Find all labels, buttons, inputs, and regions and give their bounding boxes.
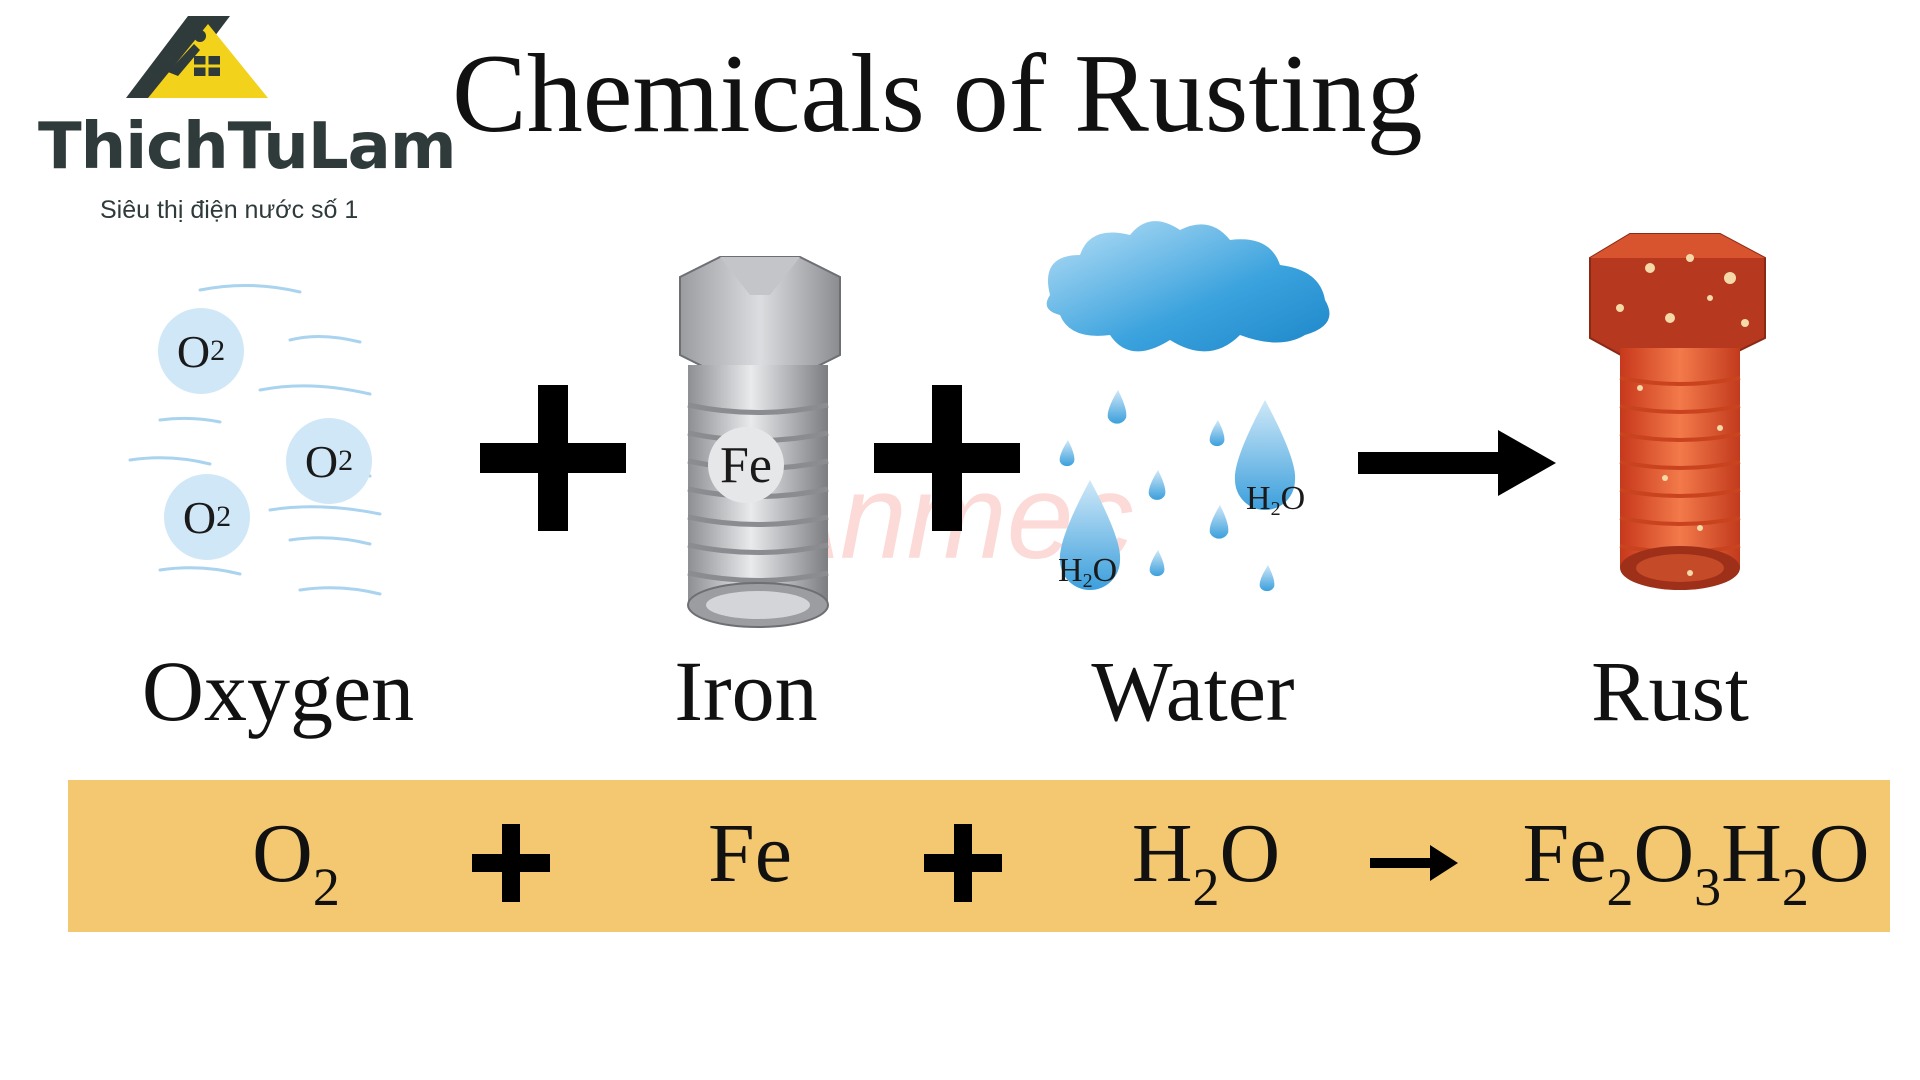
water-label: Water (1091, 643, 1295, 739)
plus-icon (924, 824, 1002, 902)
page-title: Chemicals of Rusting (452, 32, 1423, 156)
equation-water: H2O (1131, 807, 1281, 917)
plus-icon (472, 824, 550, 902)
iron-bolt-icon (679, 256, 841, 628)
water-drop-label: H2O (1058, 552, 1118, 592)
arrow-right-icon (1370, 845, 1458, 881)
iron-label: Iron (674, 643, 818, 739)
plus-icon (874, 385, 1020, 531)
logo-tagline: Siêu thị điện nước số 1 (100, 196, 359, 224)
water-drop-label: H2O (1246, 480, 1306, 520)
plus-icon (480, 385, 626, 531)
iron-bolt-label: Fe (720, 437, 772, 494)
rain-cloud-icon (1046, 221, 1330, 592)
arrow-right-icon (1358, 430, 1556, 496)
equation-oxygen: O2 (252, 807, 340, 917)
rust-label: Rust (1591, 643, 1749, 739)
logo-name: ThichTuLam (38, 110, 456, 184)
oxygen-label: Oxygen (141, 643, 415, 739)
house-logo-icon (126, 16, 268, 98)
rust-bolt-icon (1589, 233, 1766, 590)
equation-rust: Fe2O3H2O (1522, 807, 1870, 917)
equation-iron: Fe (708, 807, 792, 900)
logo: ThichTuLam Siêu thị điện nước số 1 (18, 10, 456, 230)
